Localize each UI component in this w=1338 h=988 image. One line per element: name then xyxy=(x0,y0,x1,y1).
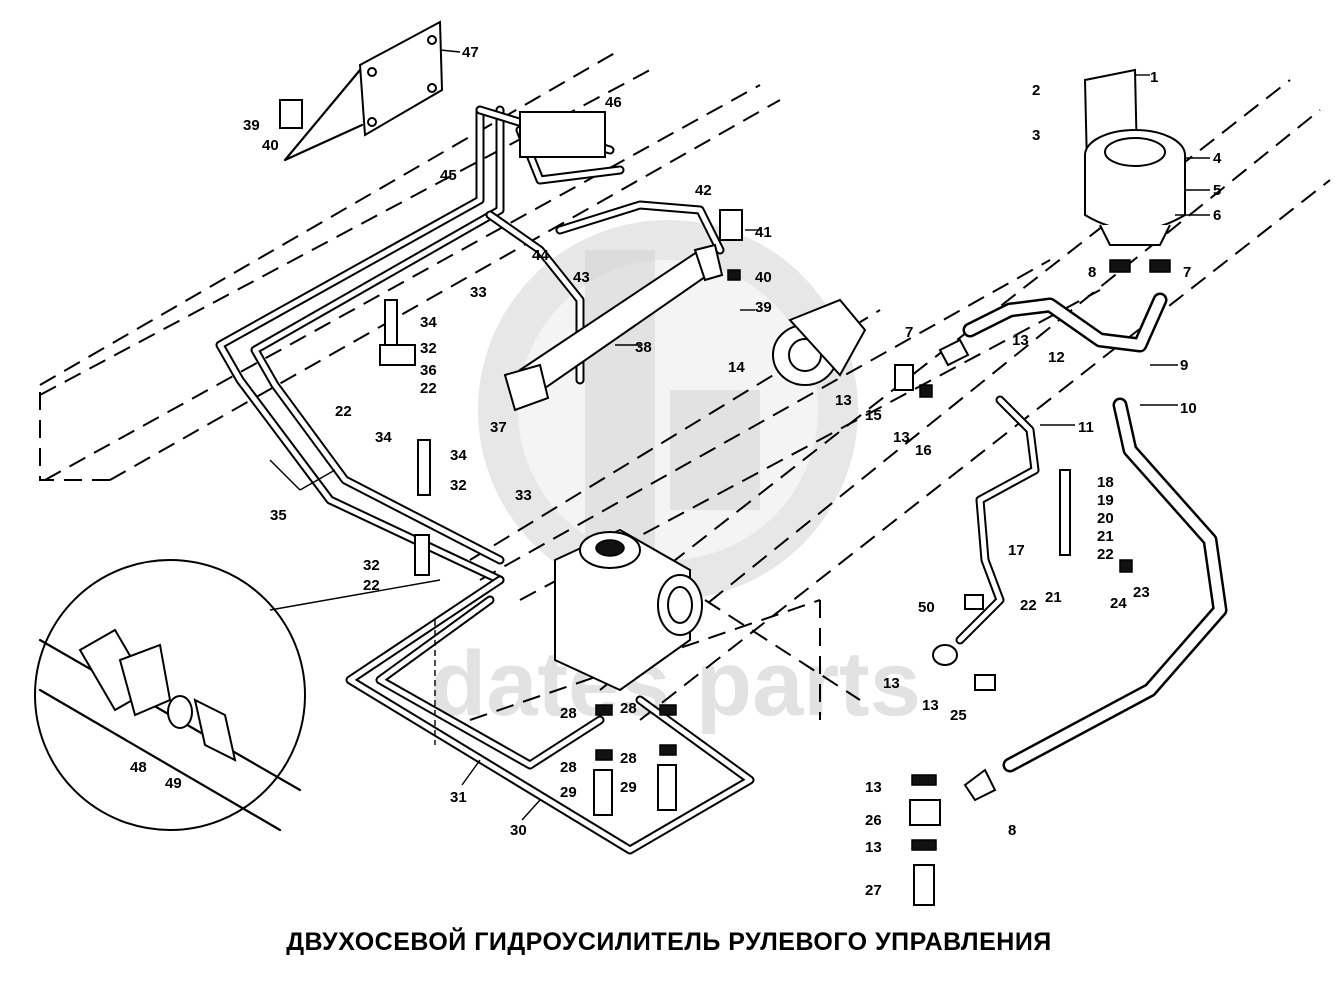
callout-15: 15 xyxy=(865,407,882,424)
power-steering-pump xyxy=(772,298,970,398)
callout-32-a: 32 xyxy=(420,340,437,357)
oil-reservoir xyxy=(1083,68,1186,273)
return-loops xyxy=(345,575,755,855)
callout-46: 46 xyxy=(605,94,622,111)
callout-28-a: 28 xyxy=(560,705,577,722)
steering-cylinder xyxy=(485,200,743,412)
callout-6: 6 xyxy=(1213,207,1221,224)
detail-inset xyxy=(34,559,441,832)
callout-40-b: 40 xyxy=(755,269,772,286)
callout-22-e: 22 xyxy=(335,403,352,420)
callout-29-a: 29 xyxy=(560,784,577,801)
callout-37: 37 xyxy=(490,419,507,436)
callout-49: 49 xyxy=(165,775,182,792)
callout-8: 8 xyxy=(1088,264,1096,281)
callout-12: 12 xyxy=(1048,349,1065,366)
callout-24: 24 xyxy=(1110,595,1127,612)
callout-29-b: 29 xyxy=(620,779,637,796)
callout-28-b: 28 xyxy=(620,700,637,717)
callout-7: 7 xyxy=(1183,264,1191,281)
callout-16: 16 xyxy=(915,442,932,459)
callout-25: 25 xyxy=(950,707,967,724)
callout-9: 9 xyxy=(1180,357,1188,374)
leader-lines xyxy=(269,49,1210,821)
callout-13-hose: 13 xyxy=(883,675,900,692)
callout-13-pump-b: 13 xyxy=(893,429,910,446)
callout-40-a: 40 xyxy=(262,137,279,154)
callout-14: 14 xyxy=(728,359,745,376)
callout-41: 41 xyxy=(755,224,772,241)
mounting-plate xyxy=(283,20,444,162)
callout-22: 22 xyxy=(1097,546,1114,563)
diagram-caption: ДВУХОСЕВОЙ ГИДРОУСИЛИТЕЛЬ РУЛЕВОГО УПРАВ… xyxy=(286,928,1052,956)
callout-38: 38 xyxy=(635,339,652,356)
callout-19: 19 xyxy=(1097,492,1114,509)
callout-18: 18 xyxy=(1097,474,1114,491)
callout-26: 26 xyxy=(865,812,882,829)
callout-21: 21 xyxy=(1097,528,1114,545)
fittings xyxy=(279,99,1133,906)
callout-4: 4 xyxy=(1213,150,1222,167)
callout-43: 43 xyxy=(573,269,590,286)
callout-28-c: 28 xyxy=(620,750,637,767)
callout-34-a: 34 xyxy=(420,314,437,331)
callout-21-b: 21 xyxy=(1045,589,1062,606)
callout-42: 42 xyxy=(695,182,712,199)
callout-3: 3 xyxy=(1032,127,1040,144)
callout-27: 27 xyxy=(865,882,882,899)
callout-39-a: 39 xyxy=(243,117,260,134)
callout-28-d: 28 xyxy=(560,759,577,776)
callout-48: 48 xyxy=(130,759,147,776)
callout-17: 17 xyxy=(1008,542,1025,559)
callout-35: 35 xyxy=(270,507,287,524)
callout-22-b: 22 xyxy=(1020,597,1037,614)
callout-13-hose-b: 13 xyxy=(922,697,939,714)
callout-5: 5 xyxy=(1213,182,1221,199)
callout-20: 20 xyxy=(1097,510,1114,527)
callout-13: 13 xyxy=(1012,332,1029,349)
callout-22-d: 22 xyxy=(420,380,437,397)
callout-32-b: 32 xyxy=(450,477,467,494)
callout-13-pump: 13 xyxy=(835,392,852,409)
callout-13-return-b: 13 xyxy=(865,839,882,856)
callout-39-b: 39 xyxy=(755,299,772,316)
callout-45: 45 xyxy=(440,167,457,184)
callout-13-return: 13 xyxy=(865,779,882,796)
callout-47: 47 xyxy=(462,44,479,61)
callout-2: 2 xyxy=(1032,82,1040,99)
callout-22-c: 22 xyxy=(363,577,380,594)
steering-gear-box xyxy=(554,528,703,692)
callout-36: 36 xyxy=(420,362,437,379)
callout-33-b: 33 xyxy=(515,487,532,504)
pipe-bundle xyxy=(215,105,625,585)
callout-31: 31 xyxy=(450,789,467,806)
callout-34-b: 34 xyxy=(375,429,392,446)
pump-hoses xyxy=(955,292,1228,773)
callout-34-c: 34 xyxy=(450,447,467,464)
callout-50: 50 xyxy=(918,599,935,616)
callout-23: 23 xyxy=(1133,584,1150,601)
callout-32-c: 32 xyxy=(363,557,380,574)
callout-11: 11 xyxy=(1078,419,1094,436)
callout-8-return: 8 xyxy=(1008,822,1016,839)
callout-7-pump: 7 xyxy=(905,324,913,341)
callout-10: 10 xyxy=(1180,400,1197,417)
callout-44: 44 xyxy=(532,247,549,264)
callout-labels: 1 2 3 4 5 6 7 8 9 10 11 12 13 7 14 13 15… xyxy=(130,44,1222,899)
callout-1: 1 xyxy=(1150,69,1158,86)
callout-33-a: 33 xyxy=(470,284,487,301)
callout-30: 30 xyxy=(510,822,527,839)
